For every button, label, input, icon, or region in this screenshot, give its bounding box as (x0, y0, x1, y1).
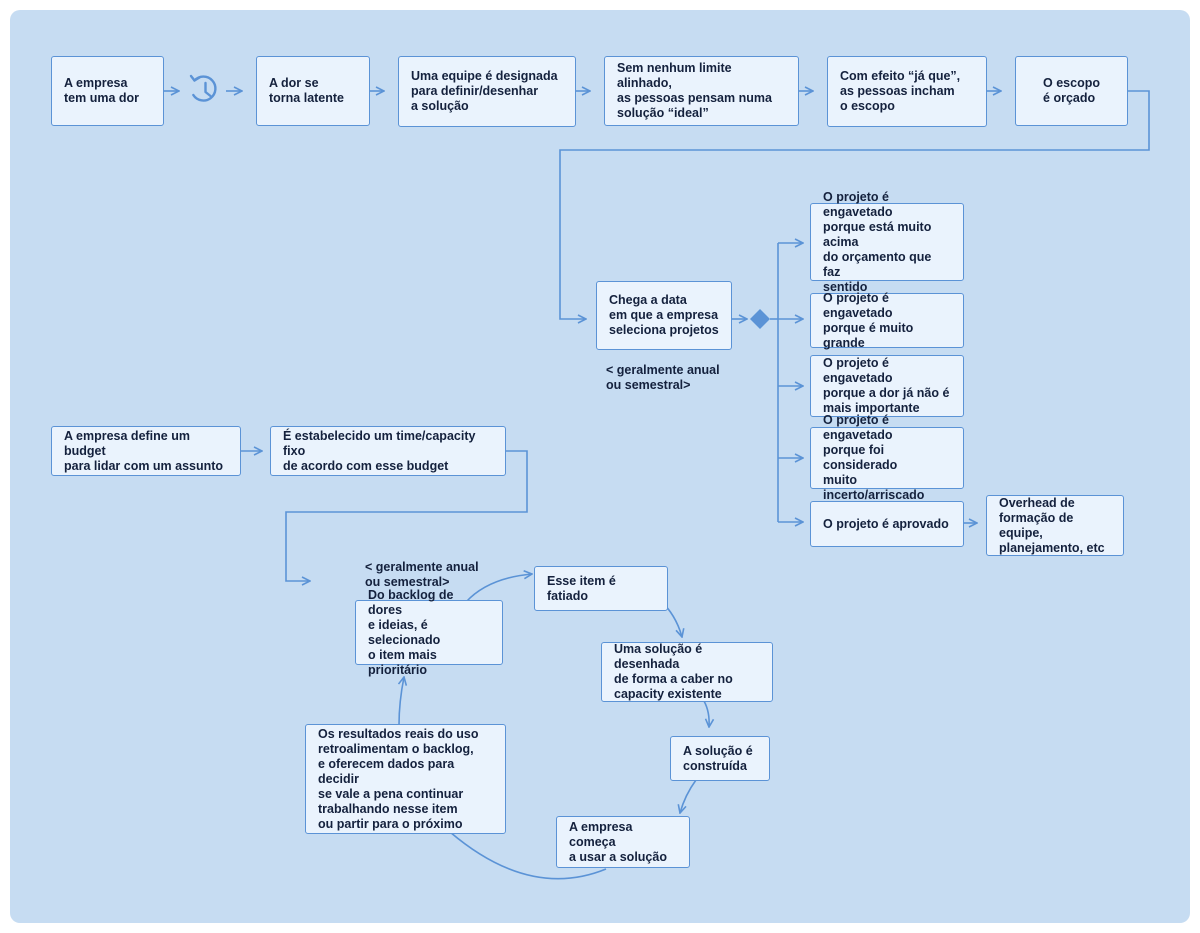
step-latent: A dor se torna latente (256, 56, 370, 126)
outcome-approved-label: O projeto é aprovado (823, 516, 949, 531)
step-pain: A empresa tem uma dor (51, 56, 164, 126)
cycle-use-label: A empresa começa a usar a solução (569, 819, 667, 864)
cycle-use: A empresa começa a usar a solução (556, 816, 690, 868)
outcome-too-big-label: O projeto é engavetado porque é muito gr… (823, 290, 914, 350)
cycle-slice-label: Esse item é fatiado (547, 573, 616, 603)
outcome-over-budget: O projeto é engavetado porque está muito… (810, 190, 964, 294)
cycle-slice: Esse item é fatiado (534, 566, 668, 611)
step-inflate: Com efeito “já que”, as pessoas incham o… (827, 56, 987, 127)
cycle-feedback-label: Os resultados reais do uso retroalimenta… (318, 726, 479, 831)
step-ideal-label: Sem nenhum limite alinhado, as pessoas p… (617, 61, 772, 120)
outcome-over-budget-label: O projeto é engavetado porque está muito… (823, 189, 932, 294)
outcome-overhead-label: Overhead de formação de equipe, planejam… (999, 495, 1105, 555)
cycle-select-item: Do backlog de dores e ideias, é selecion… (355, 588, 503, 677)
outcome-too-risky: O projeto é engavetado porque foi consid… (810, 413, 964, 502)
step-fixed-team: É estabelecido um time/capacity fixo de … (270, 426, 506, 476)
outcome-not-important: O projeto é engavetado porque a dor já n… (810, 355, 964, 417)
step-define-budget: A empresa define um budget para lidar co… (51, 426, 241, 476)
outcome-approved: O projeto é aprovado (810, 501, 964, 547)
step-fixed-team-label: É estabelecido um time/capacity fixo de … (283, 428, 476, 473)
step-pain-label: A empresa tem uma dor (64, 76, 140, 105)
note-period-bottom: < geralmente anual ou semestral> (365, 560, 479, 589)
connector-layer (164, 74, 1150, 880)
step-define-budget-label: A empresa define um budget para lidar co… (64, 428, 224, 473)
diamond-decision-icon (750, 309, 770, 329)
arrow-budget-to-select-date (559, 90, 1150, 319)
cycle-build-label: A solução é construída (683, 743, 753, 773)
outcome-overhead: Overhead de formação de equipe, planejam… (986, 495, 1124, 556)
diagram-canvas: A empresa tem uma dor A dor se torna lat… (10, 10, 1190, 923)
step-budget: O escopo é orçado (1015, 56, 1128, 126)
cycle-select-item-label: Do backlog de dores e ideias, é selecion… (368, 587, 454, 677)
cycle-arc-build-to-use (680, 779, 697, 813)
step-ideal: Sem nenhum limite alinhado, as pessoas p… (604, 56, 799, 126)
history-clock-icon (189, 74, 217, 102)
cycle-feedback: Os resultados reais do uso retroalimenta… (305, 724, 506, 834)
step-team: Uma equipe é designada para definir/dese… (398, 56, 576, 127)
step-budget-label: O escopo é orçado (1043, 76, 1100, 105)
outcome-too-risky-label: O projeto é engavetado porque foi consid… (823, 413, 925, 502)
cycle-design-label: Uma solução é desenhada de forma a caber… (614, 642, 733, 701)
cycle-arc-feedback-to-select (399, 677, 404, 726)
outcome-too-big: O projeto é engavetado porque é muito gr… (810, 290, 964, 350)
cycle-build: A solução é construída (670, 736, 770, 781)
step-select-date: Chega a data em que a empresa seleciona … (596, 281, 732, 350)
step-team-label: Uma equipe é designada para definir/dese… (411, 69, 558, 113)
step-inflate-label: Com efeito “já que”, as pessoas incham o… (840, 69, 961, 113)
step-latent-label: A dor se torna latente (269, 76, 345, 105)
arrow-fixed-team-to-cycle (285, 450, 528, 581)
cycle-arc-select-to-slice (465, 574, 532, 603)
cycle-design: Uma solução é desenhada de forma a caber… (601, 642, 773, 702)
cycle-arc-use-to-feedback (449, 831, 607, 880)
note-period-top: < geralmente anual ou semestral> (606, 363, 720, 392)
step-select-date-label: Chega a data em que a empresa seleciona … (609, 293, 719, 337)
cycle-arc-design-to-build (703, 700, 709, 727)
outcome-not-important-label: O projeto é engavetado porque a dor já n… (823, 356, 950, 415)
